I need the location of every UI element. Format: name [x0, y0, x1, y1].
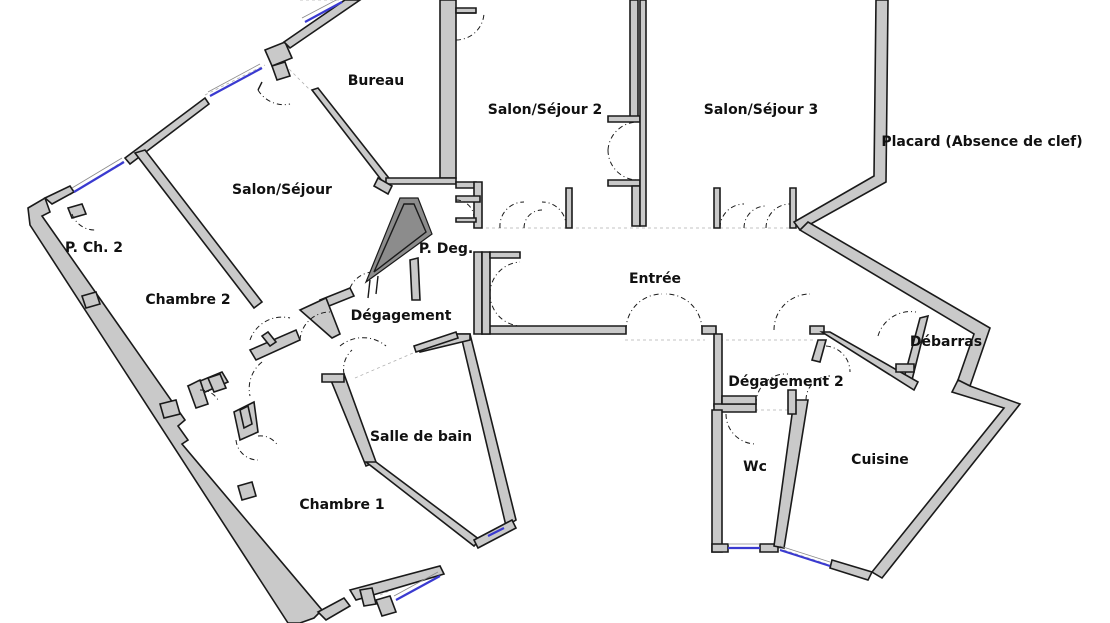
room-label-salon-sejour-2: Salon/Séjour 2 [488, 102, 603, 118]
room-label-degagement-2: Dégagement 2 [728, 374, 843, 390]
stair-shaft [364, 197, 433, 299]
room-labels: Bureau Salon/Séjour 2 Salon/Séjour 3 Pla… [65, 73, 1083, 513]
room-label-p-ch-2: P. Ch. 2 [65, 240, 123, 256]
doors [71, 12, 917, 461]
room-label-chambre-2: Chambre 2 [145, 292, 230, 308]
room-label-salon-sejour-3: Salon/Séjour 3 [704, 102, 819, 118]
room-label-chambre-1: Chambre 1 [299, 497, 384, 513]
room-label-cuisine: Cuisine [851, 452, 909, 468]
room-label-placard: Placard (Absence de clef) [881, 134, 1082, 150]
room-label-bureau: Bureau [348, 73, 404, 89]
room-label-entree: Entrée [629, 271, 681, 287]
room-label-salle-de-bain: Salle de bain [370, 429, 472, 445]
room-label-debarras: Débarras [910, 334, 982, 350]
room-label-p-deg: P. Deg. [419, 241, 473, 257]
walls [27, 0, 1022, 623]
room-label-wc: Wc [743, 459, 767, 475]
room-label-salon-sejour: Salon/Séjour [232, 182, 332, 198]
windows [71, 0, 831, 601]
room-label-degagement: Dégagement [351, 308, 452, 324]
